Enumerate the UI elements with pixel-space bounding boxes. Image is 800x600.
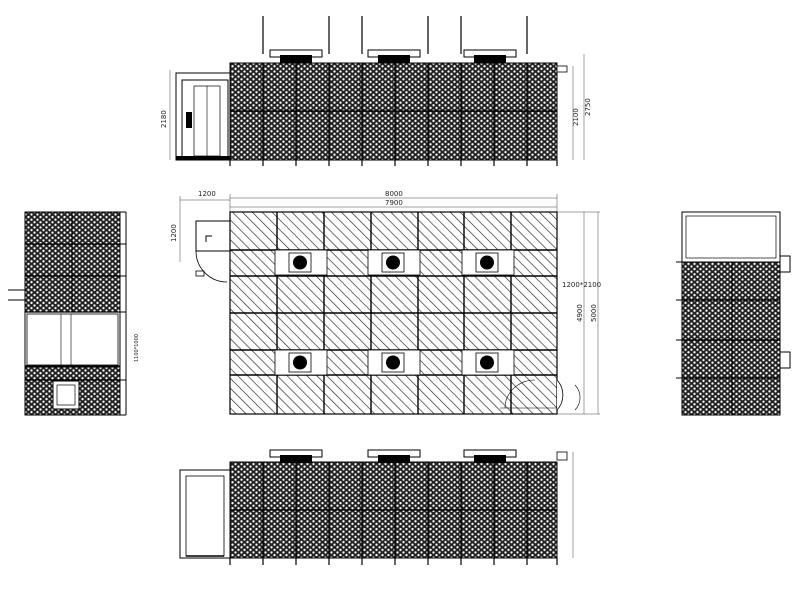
front-wall-grid: [230, 63, 557, 160]
front-door-unit: [175, 72, 231, 161]
plan-dim-right-a: 1200*2100: [562, 281, 601, 289]
rear-feet: [229, 558, 558, 565]
plan-fan-unit-2: [367, 249, 421, 276]
rear-fan-unit-1: [269, 449, 323, 463]
plan-side-door-swing: [500, 379, 581, 411]
rear-fan-unit-3: [463, 449, 517, 463]
front-exhaust-stacks: [262, 16, 528, 54]
front-dim-right-b: 2750: [584, 98, 592, 116]
rear-right-bracket: [556, 451, 568, 461]
plan-fan-unit-1: [274, 249, 328, 276]
plan-dimension-lines: [179, 194, 600, 415]
plan-dim-door-depth: 1200: [170, 224, 178, 242]
front-right-bracket: [556, 65, 568, 73]
right-top-housing: [681, 211, 781, 263]
left-side-brackets: [8, 211, 127, 416]
left-door-opening: [24, 311, 121, 368]
rear-elevation: [179, 449, 574, 565]
front-dim-right-a: 2100: [572, 108, 580, 126]
rear-fan-unit-2: [367, 449, 421, 463]
left-dim-label: 1100*1000: [134, 334, 140, 362]
right-elevation: [676, 211, 791, 416]
front-elevation: 2180 2100 2750: [160, 16, 592, 166]
right-wall-grid: [682, 262, 780, 415]
left-elevation: 1100*1000: [8, 211, 140, 416]
front-fan-unit-1: [269, 49, 323, 63]
left-wall-grid: [25, 212, 120, 381]
plan-fan-unit-4: [274, 349, 328, 376]
plan-dim-inner-width: 4900: [576, 304, 584, 322]
plan-fan-unit-3: [461, 249, 515, 276]
front-dimension-lines: [169, 54, 585, 160]
plan-dim-door-width: 1200: [198, 190, 216, 198]
plan-fan-unit-6: [461, 349, 515, 376]
front-fan-unit-2: [367, 49, 421, 63]
right-handles: [779, 255, 791, 369]
plan-dim-overall-width: 5000: [590, 304, 598, 322]
left-inspection-window: [52, 380, 80, 410]
plan-door-vestibule: [195, 220, 261, 283]
rear-wall-grid: [230, 462, 557, 558]
front-dim-height: 2180: [160, 110, 168, 128]
front-fan-unit-3: [463, 49, 517, 63]
plan-fan-unit-5: [367, 349, 421, 376]
rear-door-unit: [179, 469, 231, 559]
front-feet: [229, 160, 558, 166]
right-wall-perforated: [681, 261, 781, 416]
plan-dim-inner-length: 7900: [385, 199, 403, 207]
right-side-brackets: [676, 261, 682, 379]
plan-dim-overall-length: 8000: [385, 190, 403, 198]
plan-view: 1200 8000 7900 1200 1200*2100 4900 5000: [170, 190, 601, 415]
